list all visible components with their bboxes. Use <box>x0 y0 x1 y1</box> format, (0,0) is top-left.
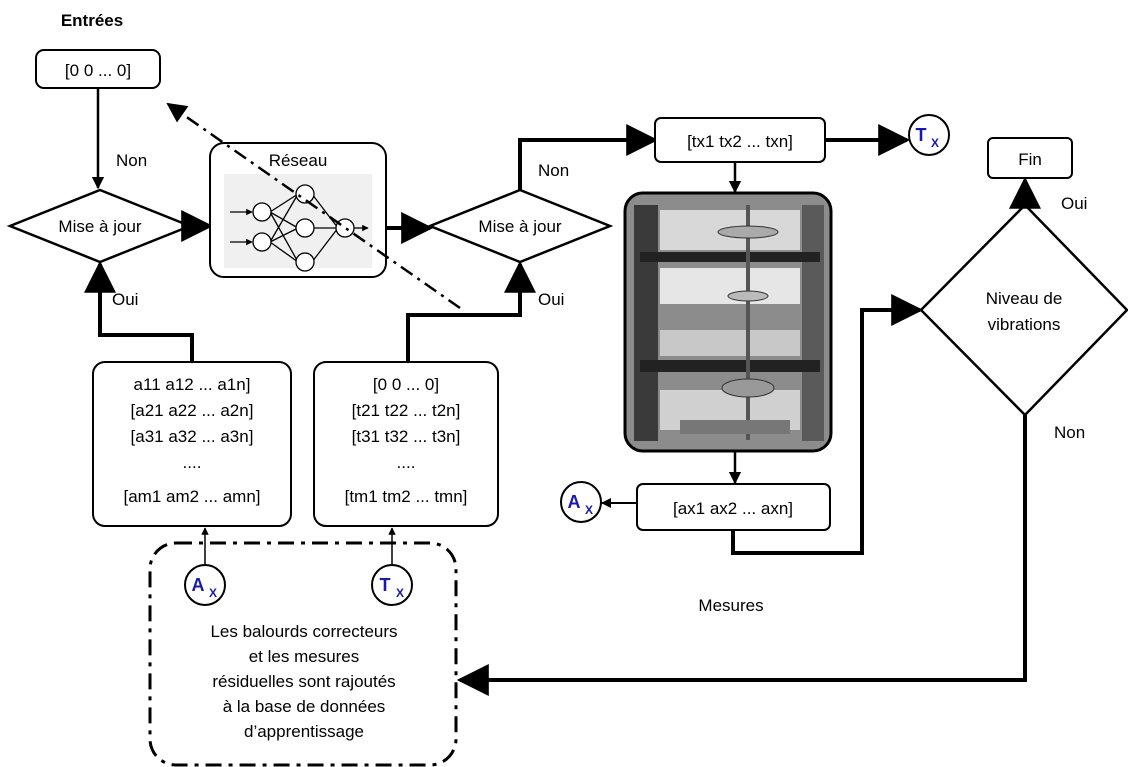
update-left-label: Mise à jour <box>58 217 141 236</box>
database-note-line: Les balourds correcteurs <box>210 622 397 641</box>
ax-right-letter: A <box>568 492 581 512</box>
ax-circle-right <box>560 481 602 523</box>
database-note-line: résiduelles sont rajoutés <box>212 672 395 691</box>
database-note-line: à la base de données <box>223 697 386 716</box>
matrix-t-row: [t31 t32 ... t3n] <box>352 427 461 446</box>
matrix-t-row: [t21 t22 ... t2n] <box>352 401 461 420</box>
test-rig-photo <box>623 191 833 453</box>
arrow-niveau-to-database <box>456 415 1027 696</box>
database-note-text: Les balourds correcteurs et les mesures … <box>210 622 397 741</box>
a-vector-label: [ax1 ax2 ... axn] <box>673 499 793 518</box>
matrix-a-row: [a31 a32 ... a3n] <box>131 427 254 446</box>
reseau-label: Réseau <box>269 151 328 170</box>
tx-top-sub: X <box>931 136 939 150</box>
dashdot-feedback-arrow <box>166 102 461 310</box>
tx-circle-top <box>908 114 950 156</box>
entrees-label: Entrées <box>61 11 123 30</box>
ax-bottom-letter: A <box>192 575 205 595</box>
tx-circle-bottom <box>371 564 413 606</box>
update-right-label: Mise à jour <box>478 217 561 236</box>
ax-bottom-sub: X <box>209 586 217 600</box>
tx-bottom-letter: T <box>380 575 391 595</box>
t-vector-label: [tx1 tx2 ... txn] <box>687 132 793 151</box>
matrix-a-row: .... <box>183 453 202 472</box>
matrix-a-row: [a21 a22 ... a2n] <box>131 401 254 420</box>
arrow-a-vector-to-niveau <box>731 294 924 555</box>
neural-network-icon <box>230 184 369 272</box>
oui-left-label: Oui <box>112 290 138 309</box>
oui-fin-label: Oui <box>1061 194 1087 213</box>
non-right-label: Non <box>538 161 569 180</box>
matrix-t-row: [tm1 tm2 ... tmn] <box>345 487 468 506</box>
tx-bottom-sub: X <box>396 586 404 600</box>
matrix-a-rows: a11 a12 ... a1n] [a21 a22 ... a2n] [a31 … <box>124 375 261 506</box>
matrix-a-row: a11 a12 ... a1n] <box>134 375 251 394</box>
init-vector-label: [0 0 ... 0] <box>65 61 131 80</box>
arrow-update-to-t-vector <box>518 124 659 190</box>
non-left-label: Non <box>116 151 147 170</box>
database-note-box <box>148 541 458 767</box>
database-note-line: d’apprentissage <box>244 722 364 741</box>
niveau-line2: vibrations <box>988 315 1061 334</box>
fin-label: Fin <box>1018 150 1042 169</box>
matrix-t-rows: [0 0 ... 0] [t21 t22 ... t2n] [t31 t32 .… <box>345 375 468 506</box>
niveau-diamond <box>919 203 1128 417</box>
mesures-label: Mesures <box>698 596 763 615</box>
oui-right-label: Oui <box>538 290 564 309</box>
tx-top-letter: T <box>916 125 927 145</box>
niveau-line1: Niveau de <box>986 289 1063 308</box>
fin-box <box>987 137 1073 179</box>
database-note-line: et les mesures <box>249 647 360 666</box>
non-niveau-label: Non <box>1054 423 1085 442</box>
matrix-a-row: [am1 am2 ... amn] <box>124 487 261 506</box>
arrow-matrix-t-to-update <box>406 260 536 362</box>
arrow-matrix-a-to-update <box>84 260 194 362</box>
matrix-t-row: [0 0 ... 0] <box>373 375 439 394</box>
matrix-t-row: .... <box>397 453 416 472</box>
ax-right-sub: X <box>585 503 593 517</box>
